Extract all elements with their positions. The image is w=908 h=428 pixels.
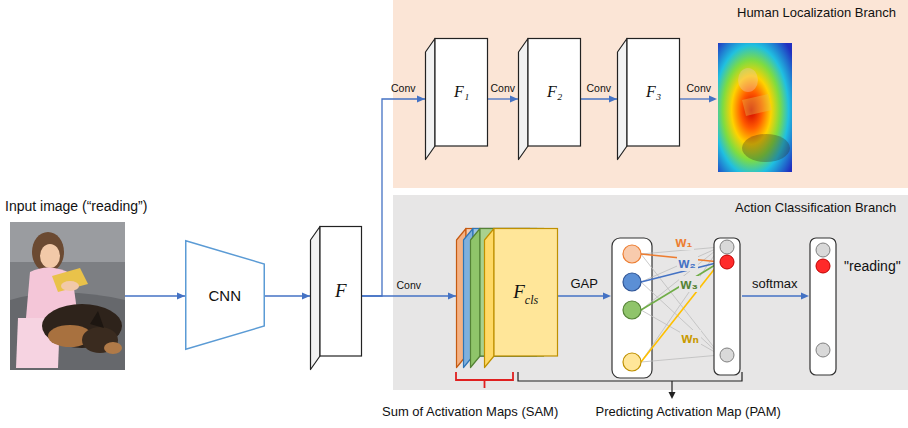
input-photo — [104, 342, 122, 354]
heatmap-image — [738, 68, 758, 92]
sheet-face — [320, 227, 362, 357]
flow-arrow — [680, 98, 712, 99]
input-photo — [52, 268, 88, 292]
score-vector — [720, 348, 734, 362]
panel-title: Human Localization Branch — [737, 6, 896, 21]
sheet-side — [471, 229, 481, 368]
heatmap-image — [742, 134, 790, 162]
sheet-side — [519, 39, 529, 160]
arrow-head — [177, 293, 185, 300]
bracket-label: Predicting Activation Map (PAM) — [596, 405, 781, 420]
input-image: Input image (“reading”) — [10, 222, 125, 370]
input-photo — [61, 281, 79, 291]
block-label: CNN — [209, 287, 242, 304]
feature-map-label: F₃ — [646, 83, 661, 101]
arrow-head — [302, 293, 310, 300]
map-subscript: cls — [525, 294, 538, 308]
feature-unit — [623, 245, 641, 371]
edge-label: Conv — [391, 82, 416, 94]
probability-vector — [810, 238, 836, 375]
sheet-side — [426, 39, 436, 160]
stacked-maps — [456, 228, 558, 368]
feature-unit — [623, 273, 641, 291]
weight-label: w₁ — [674, 234, 695, 250]
pam-bracket — [669, 392, 676, 399]
feature-map: F₃ — [617, 38, 680, 160]
branch-panel: Human Localization BranchF₁ F₂ F₃ — [393, 0, 908, 188]
class-label: "reading" — [844, 258, 901, 274]
heatmap-image — [718, 43, 792, 172]
sheet-face — [528, 39, 581, 147]
map-symbol: F — [513, 281, 525, 303]
sheet-face — [494, 229, 558, 357]
probability-vector — [816, 343, 830, 357]
edge-label: Conv — [587, 82, 612, 94]
sheet-side — [618, 39, 628, 160]
feature-vector — [612, 238, 652, 378]
map-label: Fcls — [513, 281, 538, 303]
sheet-side — [311, 227, 321, 370]
connector-line — [125, 295, 185, 296]
feature-vector — [612, 238, 652, 378]
heatmap-image — [742, 94, 772, 116]
score-vector — [714, 238, 740, 375]
feature-map: F₂ — [518, 38, 581, 160]
feature-unit — [623, 301, 641, 319]
probability-vector — [816, 243, 830, 257]
edge-label: Conv — [491, 82, 516, 94]
operation-label: GAP — [571, 277, 598, 292]
sheet-face — [627, 39, 680, 147]
input-photo — [40, 244, 60, 268]
input-photo — [32, 232, 64, 272]
score-vector — [720, 255, 734, 269]
edge-label: Conv — [397, 279, 422, 291]
feature-map: F — [310, 226, 362, 370]
probability-vector — [810, 238, 836, 375]
sheet-side — [485, 229, 495, 368]
class-activation-maps: Fcls — [456, 228, 558, 368]
feature-unit — [623, 245, 641, 263]
input-photo — [10, 222, 125, 262]
image-caption: Input image (“reading”) — [5, 198, 147, 214]
input-photo — [10, 222, 125, 370]
feature-unit — [623, 353, 641, 371]
flow-arrow — [558, 295, 605, 296]
panel-title: Action Classification Branch — [735, 201, 896, 216]
heatmap-image — [718, 43, 792, 172]
score-vector — [714, 238, 740, 375]
feature-map-label: F₂ — [547, 83, 562, 101]
connector-arrow — [265, 293, 310, 300]
cnn-backbone: CNN — [185, 240, 265, 350]
weight-label: w₃ — [679, 276, 700, 292]
connector-arrow — [125, 293, 185, 300]
edge-label: Conv — [687, 82, 712, 94]
flow-arrow — [742, 295, 803, 296]
bracket-label: Sum of Activation Maps (SAM) — [382, 405, 558, 420]
probability-vector — [816, 259, 830, 273]
feature-map: F₁ — [425, 38, 488, 160]
branch-panel: Action Classification BranchFcls — [393, 195, 908, 390]
feature-map-label: F — [335, 280, 347, 302]
panel-ground — [393, 0, 908, 188]
weight-label: w₂ — [677, 255, 698, 271]
score-vector — [720, 240, 734, 254]
input-photo — [10, 222, 125, 370]
panel-ground — [393, 195, 908, 390]
sheet-face — [435, 39, 488, 147]
connector-line — [362, 295, 456, 296]
feature-map-label: F₁ — [454, 83, 469, 101]
operation-label: softmax — [752, 277, 798, 292]
input-photo — [90, 311, 104, 328]
trapezoid-outline — [186, 241, 265, 350]
weight-label: wₙ — [680, 330, 701, 346]
